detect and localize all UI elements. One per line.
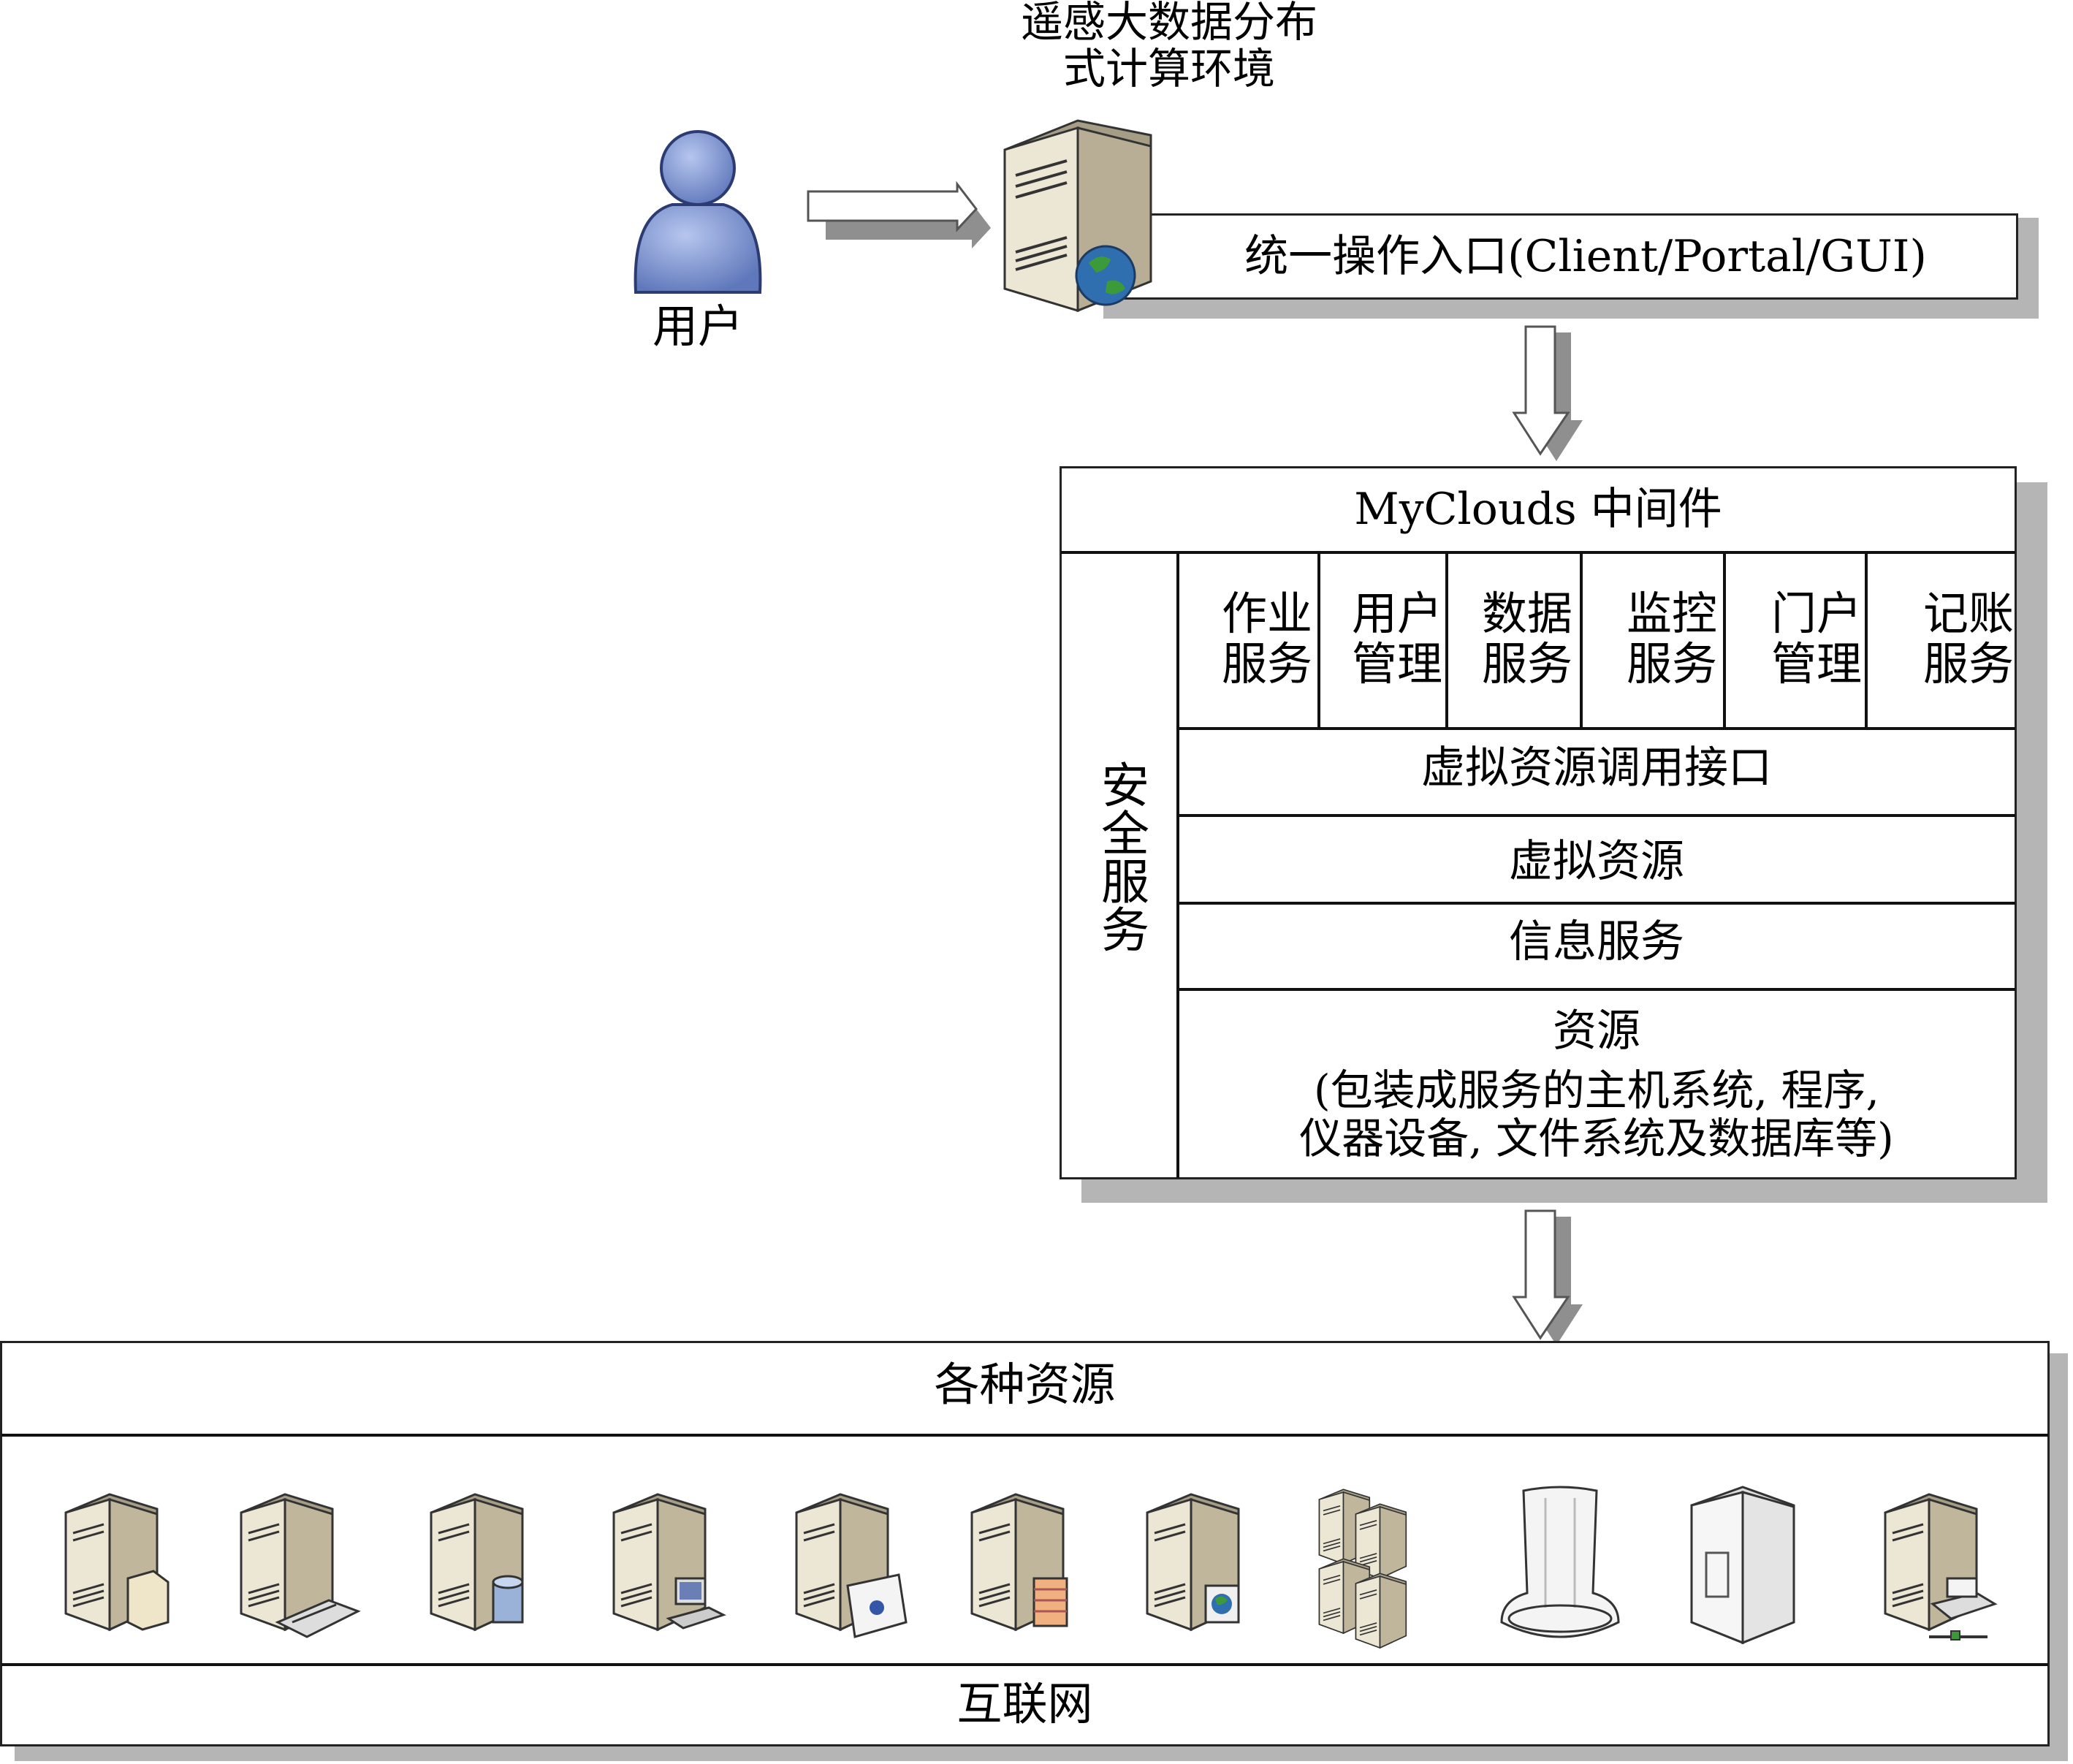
server-globe-icon bbox=[1003, 119, 1152, 313]
server-firewall-icon bbox=[970, 1493, 1068, 1632]
portal-bar bbox=[1089, 213, 2018, 300]
layer-virtual-resource: 虚拟资源 bbox=[1509, 836, 1684, 887]
server-file-icon bbox=[64, 1493, 170, 1632]
resource-icon-row bbox=[0, 1483, 2050, 1651]
env-title-line2: 式计算环境 bbox=[1062, 44, 1275, 94]
user-icon bbox=[634, 130, 762, 294]
service-monitor: 监控服务 bbox=[1626, 587, 1717, 691]
service-job: 作业服务 bbox=[1221, 587, 1312, 691]
server-tape-icon bbox=[240, 1493, 361, 1638]
service-accounting: 记账服务 bbox=[1922, 587, 2014, 691]
mainframe-tower-icon bbox=[1500, 1486, 1620, 1638]
security-service: 安全服务 bbox=[1093, 760, 1149, 953]
server-workstation-icon bbox=[612, 1493, 726, 1632]
server-web-icon bbox=[1146, 1493, 1240, 1632]
resources-title: 各种资源 bbox=[934, 1358, 1116, 1411]
env-title-line1: 遥感大数据分布 bbox=[1020, 0, 1317, 47]
server-database-icon bbox=[430, 1493, 524, 1632]
user-label: 用户 bbox=[652, 300, 743, 353]
portal-label: 统一操作入口(Client/Portal/GUI) bbox=[1244, 231, 1927, 282]
rack-cabinet-icon bbox=[1690, 1486, 1795, 1645]
layer-resource-title: 资源 bbox=[1553, 1005, 1640, 1057]
service-data: 数据服务 bbox=[1481, 587, 1572, 691]
arrow-down-icon bbox=[1512, 1209, 1583, 1345]
arrow-down-icon bbox=[1512, 325, 1583, 461]
layer-resource-desc-2: 仪器设备, 文件系统及数据库等) bbox=[1299, 1114, 1894, 1163]
server-printer-icon bbox=[1884, 1493, 1998, 1641]
server-cluster-icon bbox=[1318, 1489, 1407, 1649]
resources-footer: 互联网 bbox=[956, 1677, 1093, 1730]
service-user-management: 用户管理 bbox=[1351, 587, 1442, 691]
layer-resource-desc-1: (包装成服务的主机系统, 程序, bbox=[1314, 1065, 1879, 1115]
server-media-icon bbox=[795, 1493, 908, 1638]
layer-info-service: 信息服务 bbox=[1509, 916, 1684, 967]
arrow-right-icon bbox=[807, 180, 991, 248]
middleware-box bbox=[1060, 466, 2017, 1179]
middleware-title: MyClouds 中间件 bbox=[1354, 484, 1722, 535]
service-portal-management: 门户管理 bbox=[1770, 587, 1862, 691]
layer-virtual-resource-interface: 虚拟资源调用接口 bbox=[1421, 742, 1772, 794]
